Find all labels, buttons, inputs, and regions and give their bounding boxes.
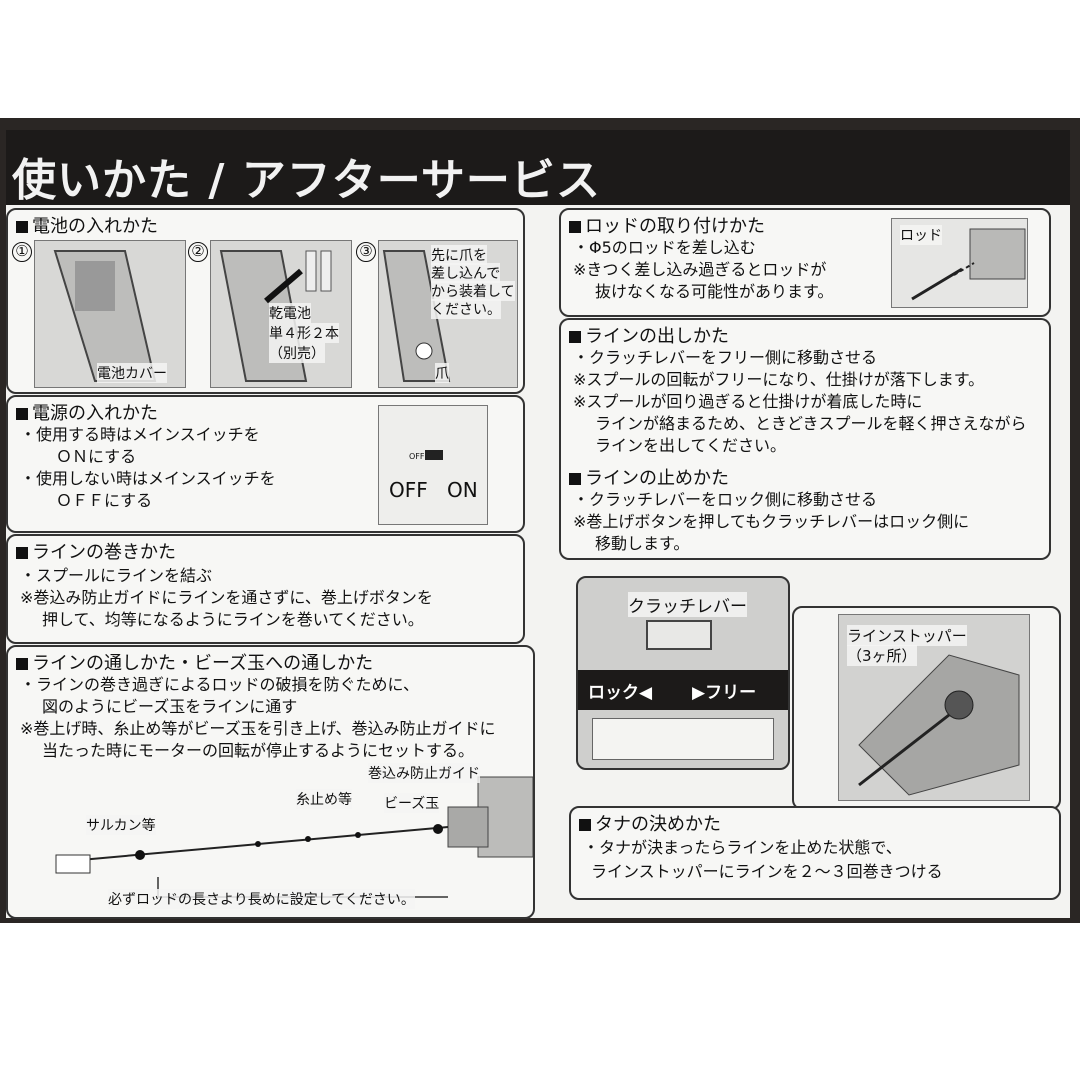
stopper-drawing bbox=[858, 654, 1020, 796]
remote-cover-drawing bbox=[53, 250, 157, 382]
line-stopper-label: ラインストッパー bbox=[847, 625, 967, 646]
threading-heading-text: ラインの通しかた・ビーズ玉への通しかた bbox=[32, 653, 374, 674]
battery-label-2: 単４形２本 bbox=[269, 323, 339, 343]
power-switch-illustration: OFF ON OFF ON bbox=[378, 405, 488, 525]
clutch-label: クラッチレバー bbox=[628, 592, 747, 617]
rod-insert-drawing bbox=[911, 228, 1026, 301]
stop-heading-text: ラインの止めかた bbox=[585, 468, 729, 489]
claw-label: 爪 bbox=[435, 363, 449, 383]
depth-line-2: ラインストッパーにラインを２～３回巻きつける bbox=[591, 862, 943, 881]
switch-off-label: OFF bbox=[389, 478, 428, 502]
stop-panel: ラインの止めかた ・クラッチレバーをロック側に移動させる ※巻上げボタンを押して… bbox=[559, 458, 1051, 560]
rod-line-3: 抜けなくなる可能性があります。 bbox=[595, 282, 834, 301]
power-heading-text: 電源の入れかた bbox=[32, 403, 158, 424]
battery-heading: 電池の入れかた bbox=[16, 212, 158, 238]
depth-heading-text: タナの決めかた bbox=[595, 814, 721, 835]
power-line-1: ・使用する時はメインスイッチを bbox=[20, 425, 260, 444]
stop-heading: ラインの止めかた bbox=[569, 464, 729, 490]
threading-panel: ラインの通しかた・ビーズ玉への通しかた ・ラインの巻き過ぎによるロッドの破損を防… bbox=[6, 645, 535, 919]
threading-diagram bbox=[55, 776, 533, 898]
stop-line-2: ※巻上げボタンを押してもクラッチレバーはロック側に bbox=[573, 512, 970, 531]
switch-on-label: ON bbox=[447, 478, 478, 502]
battery-label-1: 乾電池 bbox=[269, 303, 311, 323]
manual-photo: 使いかた / アフターサービス 電池の入れかた ① ② ③ 電池カバー 乾電池 … bbox=[0, 118, 1080, 923]
battery-illustration-2: 乾電池 単４形２本 （別売） bbox=[210, 240, 352, 388]
page-title: 使いかた / アフターサービス bbox=[12, 155, 601, 206]
swivel-label: サルカン等 bbox=[86, 815, 156, 835]
clutch-body-area bbox=[592, 718, 774, 760]
insert-note-2: 差し込んで bbox=[431, 263, 501, 283]
battery-label-3: （別売） bbox=[269, 343, 325, 363]
battery-heading-text: 電池の入れかた bbox=[32, 216, 158, 237]
clutch-free-label: ▶フリー bbox=[692, 683, 757, 703]
release-heading-text: ラインの出しかた bbox=[585, 326, 729, 347]
insert-note-3: から装着して bbox=[431, 281, 515, 301]
threading-line-4: 当たった時にモーターの回転が停止するようにセットする。 bbox=[42, 741, 475, 760]
rod-line-1: ・Φ5のロッドを差し込む bbox=[573, 238, 756, 257]
depth-heading: タナの決めかた bbox=[579, 810, 721, 836]
rod-heading-text: ロッドの取り付けかた bbox=[585, 216, 765, 237]
power-line-2: ＯＮにする bbox=[56, 447, 137, 466]
depth-panel: タナの決めかた ・タナが決まったらラインを止めた状態で、 ラインストッパーにライ… bbox=[569, 806, 1061, 900]
rod-label: ロッド bbox=[900, 225, 942, 245]
threading-footnote: 必ずロッドの長さより長めに設定してください。 bbox=[108, 889, 415, 909]
stopper-label: 糸止め等 bbox=[296, 789, 352, 809]
clutch-lock-label: ロック◀ bbox=[588, 683, 653, 703]
switch-mini-label: OFF ON bbox=[409, 452, 439, 461]
release-line-3: ※スプールが回り過ぎると仕掛けが着底した時に bbox=[573, 392, 923, 411]
power-line-3: ・使用しない時はメインスイッチを bbox=[20, 469, 276, 488]
stop-line-1: ・クラッチレバーをロック側に移動させる bbox=[573, 490, 878, 509]
stopper-panel: ラインストッパー （3ヶ所） bbox=[792, 606, 1061, 810]
rod-heading: ロッドの取り付けかた bbox=[569, 212, 765, 238]
step-1-badge: ① bbox=[12, 242, 32, 262]
threading-line-2: 図のようにビーズ玉をラインに通す bbox=[42, 697, 298, 716]
clutch-scale-bar: ロック◀ ▶フリー bbox=[578, 670, 788, 710]
clutch-lever[interactable] bbox=[646, 620, 712, 650]
release-heading: ラインの出しかた bbox=[569, 322, 729, 348]
winding-heading-text: ラインの巻きかた bbox=[32, 542, 176, 563]
threading-line-1: ・ラインの巻き過ぎによるロッドの破損を防ぐために、 bbox=[20, 675, 420, 694]
insert-note-1: 先に爪を bbox=[431, 245, 487, 265]
bottom-margin bbox=[0, 923, 1080, 1080]
winding-line-1: ・スプールにラインを結ぶ bbox=[20, 566, 213, 585]
guide-label: 巻込み防止ガイド bbox=[368, 763, 480, 783]
power-panel: 電源の入れかた ・使用する時はメインスイッチを ＯＮにする ・使用しない時はメイ… bbox=[6, 395, 525, 533]
stopper-photo: ラインストッパー （3ヶ所） bbox=[838, 614, 1030, 801]
release-line-4: ラインが絡まるため、ときどきスプールを軽く押さえながら bbox=[595, 414, 1027, 433]
winding-line-3: 押して、均等になるようにラインを巻いてください。 bbox=[42, 610, 424, 629]
release-line-1: ・クラッチレバーをフリー側に移動させる bbox=[573, 348, 878, 367]
threading-line-3: ※巻上げ時、糸止め等がビーズ玉を引き上げ、巻込み防止ガイドに bbox=[20, 719, 496, 738]
winding-line-2: ※巻込み防止ガイドにラインを通さずに、巻上げボタンを bbox=[20, 588, 433, 607]
power-heading: 電源の入れかた bbox=[16, 399, 158, 425]
step-2-badge: ② bbox=[188, 242, 208, 262]
release-line-5: ラインを出してください。 bbox=[595, 436, 787, 455]
release-line-2: ※スプールの回転がフリーになり、仕掛けが落下します。 bbox=[573, 370, 985, 389]
battery-illustration-3: 先に爪を 差し込んで から装着して ください。 爪 bbox=[378, 240, 518, 388]
rod-line-2: ※きつく差し込み過ぎるとロッドが bbox=[573, 260, 827, 279]
release-panel: ラインの出しかた ・クラッチレバーをフリー側に移動させる ※スプールの回転がフリ… bbox=[559, 318, 1051, 460]
battery-cover-label: 電池カバー bbox=[97, 363, 167, 383]
stop-line-3: 移動します。 bbox=[595, 534, 690, 553]
threading-heading: ラインの通しかた・ビーズ玉への通しかた bbox=[16, 649, 373, 675]
rod-illustration: ロッド bbox=[891, 218, 1028, 308]
title-bar: 使いかた / アフターサービス bbox=[6, 130, 1070, 206]
insert-note-4: ください。 bbox=[431, 299, 501, 319]
bead-label: ビーズ玉 bbox=[384, 793, 440, 813]
winding-panel: ラインの巻きかた ・スプールにラインを結ぶ ※巻込み防止ガイドにラインを通さずに… bbox=[6, 534, 525, 644]
battery-illustration-1: 電池カバー bbox=[34, 240, 186, 388]
cover-attach-drawing bbox=[382, 250, 451, 382]
power-switch[interactable] bbox=[425, 450, 443, 460]
winding-heading: ラインの巻きかた bbox=[16, 538, 176, 564]
clutch-panel: クラッチレバー ロック◀ ▶フリー bbox=[576, 576, 790, 770]
manual-page: 使いかた / アフターサービス 電池の入れかた ① ② ③ 電池カバー 乾電池 … bbox=[6, 130, 1070, 919]
depth-line-1: ・タナが決まったらラインを止めた状態で、 bbox=[583, 838, 902, 857]
power-line-4: ＯＦＦにする bbox=[56, 491, 153, 510]
battery-panel: 電池の入れかた ① ② ③ 電池カバー 乾電池 単４形２本 （別売） 先に爪を … bbox=[6, 208, 525, 394]
rod-panel: ロッドの取り付けかた ・Φ5のロッドを差し込む ※きつく差し込み過ぎるとロッドが… bbox=[559, 208, 1051, 317]
step-3-badge: ③ bbox=[356, 242, 376, 262]
line-stopper-count: （3ヶ所） bbox=[847, 645, 917, 666]
